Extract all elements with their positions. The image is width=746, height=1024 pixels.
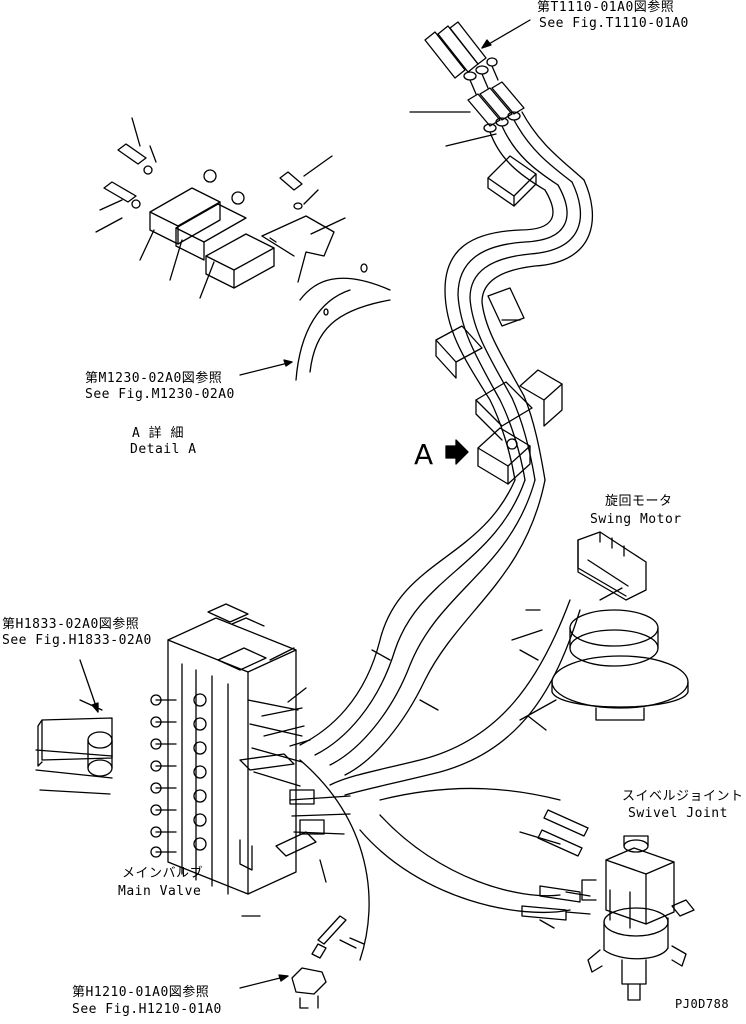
drawing-code: PJ0D788 <box>675 997 730 1011</box>
main-valve-en: Main Valve <box>118 884 202 899</box>
leader-ticks <box>241 111 547 945</box>
swivel-joint <box>519 809 695 1001</box>
detail-a-jp: A 詳 細 <box>132 426 184 441</box>
swing-motor-jp: 旋回モータ <box>605 494 673 509</box>
ref-m1230-en: See Fig.M1230-02A0 <box>85 387 235 402</box>
fitting-h1210 <box>239 915 357 1009</box>
long-hoses <box>299 479 581 961</box>
main-valve <box>150 603 351 895</box>
ref-h1833-en: See Fig.H1833-02A0 <box>2 633 152 648</box>
detail-a-exploded <box>95 117 391 381</box>
main-valve-jp: メインバルブ <box>122 866 204 881</box>
ref-h1210-jp: 第H1210-01A0図参照 <box>72 985 210 1000</box>
ref-t1110-jp: 第T1110-01A0図参照 <box>537 0 675 15</box>
fitting-h1833 <box>35 659 113 795</box>
swivel-joint-en: Swivel Joint <box>628 806 728 821</box>
view-a-arrow <box>445 439 469 465</box>
swivel-joint-jp: スイベルジョイント <box>622 789 744 804</box>
hose-bundle <box>435 179 594 485</box>
ref-h1210-en: See Fig.H1210-01A0 <box>72 1002 222 1017</box>
leader-m1230 <box>239 359 293 376</box>
swing-motor <box>511 531 689 721</box>
leader-t1110 <box>481 19 531 49</box>
ref-t1110-en: See Fig.T1110-01A0 <box>539 16 689 31</box>
swing-motor-en: Swing Motor <box>590 512 682 527</box>
ref-m1230-jp: 第M1230-02A0図参照 <box>85 371 223 386</box>
pilot-hose-connectors <box>424 21 585 207</box>
ref-h1833-jp: 第H1833-02A0図参照 <box>2 617 140 632</box>
view-a-letter: A <box>414 438 434 471</box>
detail-a-en: Detail A <box>130 442 197 457</box>
